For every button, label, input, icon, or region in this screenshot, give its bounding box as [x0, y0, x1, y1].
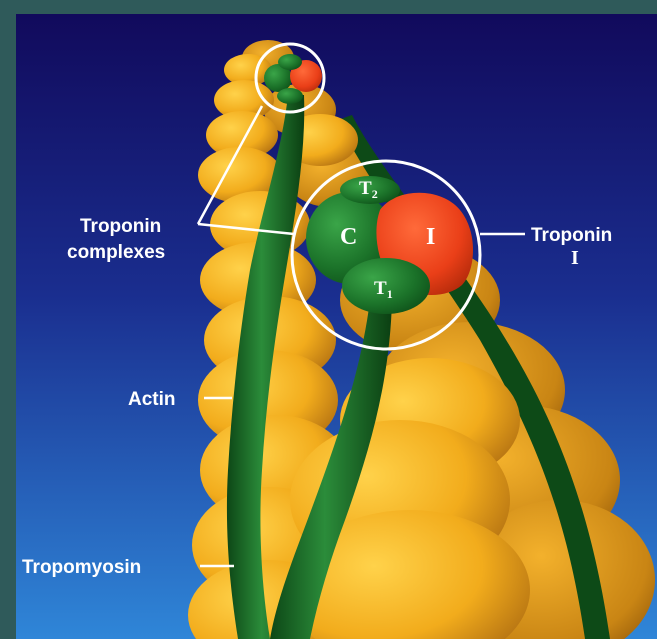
subunit-i-label: I: [426, 224, 435, 250]
troponin-complexes-label-line1: Troponin: [80, 216, 161, 237]
actin-label: Actin: [128, 389, 176, 410]
subunit-c-label: C: [340, 224, 357, 250]
troponin-i-label-line1: Troponin: [531, 225, 612, 246]
troponin-complexes-label-line2: complexes: [67, 242, 165, 263]
tropomyosin-label: Tropomyosin: [22, 557, 141, 578]
troponin-i-label-line2: I: [571, 247, 579, 269]
